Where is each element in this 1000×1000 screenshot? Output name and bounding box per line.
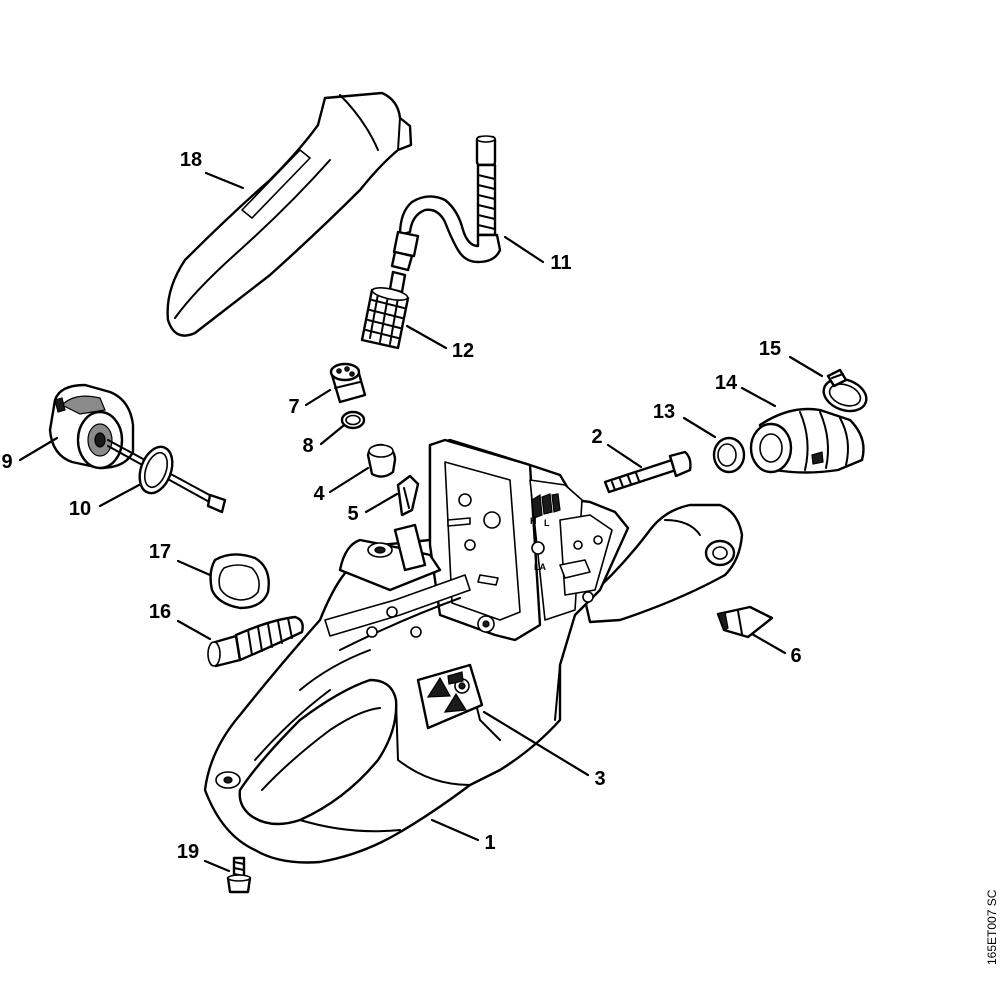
callout-12: 12: [452, 340, 474, 362]
callout-labels: 18 11 12 7 8 4 5 9 10 17 16 2 13 14 15 6…: [1, 149, 801, 863]
leader-12: [405, 324, 448, 350]
leader-5: [364, 492, 399, 514]
part-16-oil-suction-hose[interactable]: [207, 615, 304, 668]
callout-15: 15: [759, 338, 781, 360]
mark-l: L: [544, 518, 550, 528]
mark-la: LA: [534, 562, 546, 572]
leader-18: [204, 171, 245, 190]
reference-code: 165ET007 SC: [985, 889, 999, 965]
callout-9: 9: [1, 451, 12, 473]
part-5-clip[interactable]: [396, 474, 420, 517]
leader-2: [606, 443, 643, 469]
callout-1: 1: [484, 832, 495, 854]
part-12-fuel-filter[interactable]: [360, 270, 410, 350]
callout-13: 13: [653, 401, 675, 423]
leader-9: [18, 436, 59, 462]
leader-6: [750, 632, 787, 655]
callout-17: 17: [149, 541, 171, 563]
part-8-o-ring[interactable]: [340, 410, 366, 430]
part-18-handle-cover[interactable]: [166, 91, 413, 337]
callout-5: 5: [347, 503, 358, 525]
mark-h: H: [530, 516, 537, 526]
leader-17: [176, 559, 212, 577]
housing-marks: H L LA: [530, 516, 550, 572]
part-13-ring[interactable]: [712, 436, 746, 474]
part-10-o-ring[interactable]: [134, 442, 179, 497]
callout-2: 2: [591, 426, 602, 448]
part-1-housing[interactable]: [203, 438, 744, 864]
callout-14: 14: [715, 372, 738, 394]
part-15-hose-clamp[interactable]: [819, 368, 871, 417]
leader-16: [176, 619, 212, 641]
callout-7: 7: [288, 396, 299, 418]
leader-7: [304, 388, 332, 407]
part-14-intake-manifold[interactable]: [749, 407, 865, 474]
part-4-plug[interactable]: [366, 443, 397, 478]
leader-15: [788, 355, 824, 378]
part-11-fuel-hose[interactable]: [390, 135, 502, 272]
callout-11: 11: [550, 252, 571, 274]
callout-4: 4: [313, 483, 325, 505]
leader-13: [682, 416, 717, 439]
callout-19: 19: [177, 841, 199, 863]
callout-10: 10: [69, 498, 91, 520]
callout-8: 8: [302, 435, 313, 457]
part-6-bushing[interactable]: [716, 605, 774, 639]
part-9-oil-pump[interactable]: [48, 383, 227, 514]
part-19-screw[interactable]: [226, 856, 252, 894]
part-17-gasket[interactable]: [209, 553, 270, 610]
leader-14: [740, 386, 777, 408]
leader-11: [503, 235, 545, 264]
leader-3: [482, 710, 590, 777]
callout-16: 16: [149, 601, 171, 623]
part-3-warning-label[interactable]: [416, 663, 484, 730]
leader-lines: [18, 171, 824, 873]
part-7-valve[interactable]: [329, 362, 367, 404]
leader-19: [203, 859, 231, 873]
callout-3: 3: [594, 768, 605, 790]
part-2-screw[interactable]: [603, 450, 692, 494]
leader-8: [319, 424, 345, 446]
callout-18: 18: [180, 149, 202, 171]
callout-6: 6: [790, 645, 801, 667]
leader-4: [328, 466, 370, 494]
leader-1: [430, 818, 480, 842]
leader-10: [98, 483, 141, 508]
